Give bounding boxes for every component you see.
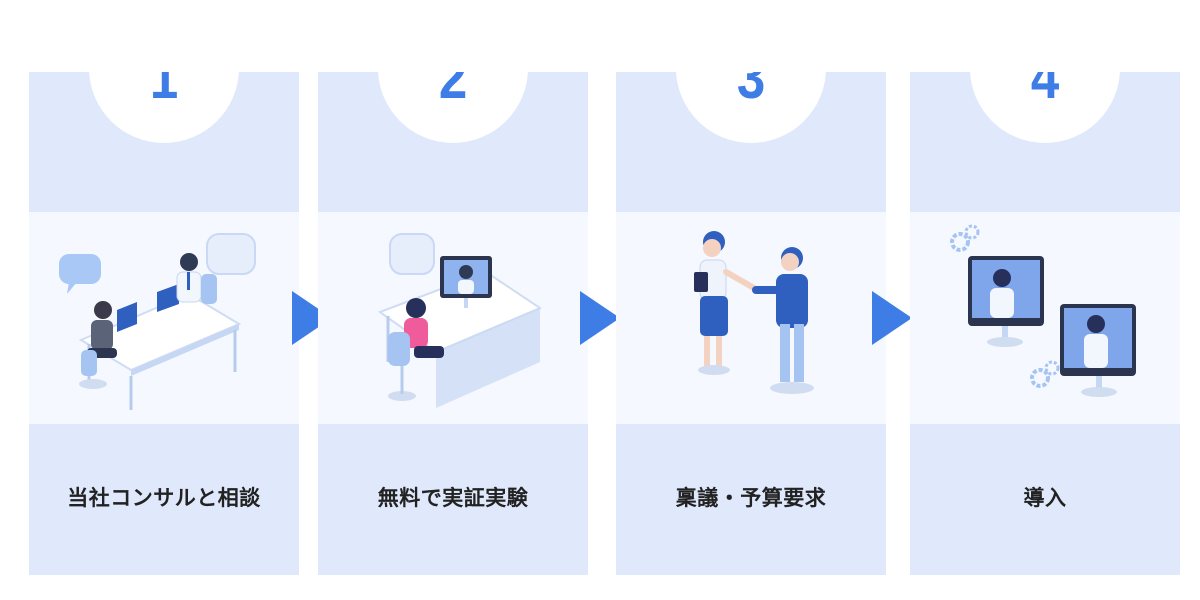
step-number: 2 [438, 72, 468, 111]
speech-bubble-icon [59, 254, 101, 284]
step-label: 稟議・予算要求 [675, 486, 827, 510]
monitors-illustration [910, 212, 1180, 424]
step-number: 1 [149, 72, 179, 111]
step-number: 4 [1030, 72, 1060, 111]
step-label: 導入 [1023, 486, 1067, 510]
speech-bubble-icon [389, 233, 435, 275]
video-call-illustration [318, 212, 588, 424]
step-card-4: 4 [910, 72, 1180, 575]
gear-icon [950, 224, 980, 252]
step-label: 当社コンサルと相談 [67, 486, 261, 510]
step-card-3: 3 [616, 72, 886, 575]
step-card-2: 2 [318, 72, 588, 575]
arrow-right-icon [580, 291, 620, 345]
step-number: 3 [736, 72, 766, 111]
gear-icon [1030, 360, 1060, 388]
speech-bubble-icon [206, 233, 256, 275]
arrow-right-icon [872, 291, 912, 345]
consultation-illustration [29, 212, 299, 424]
step-label: 無料で実証実験 [377, 486, 529, 510]
step-card-1: 1 [29, 72, 299, 575]
handshake-illustration [616, 212, 886, 424]
